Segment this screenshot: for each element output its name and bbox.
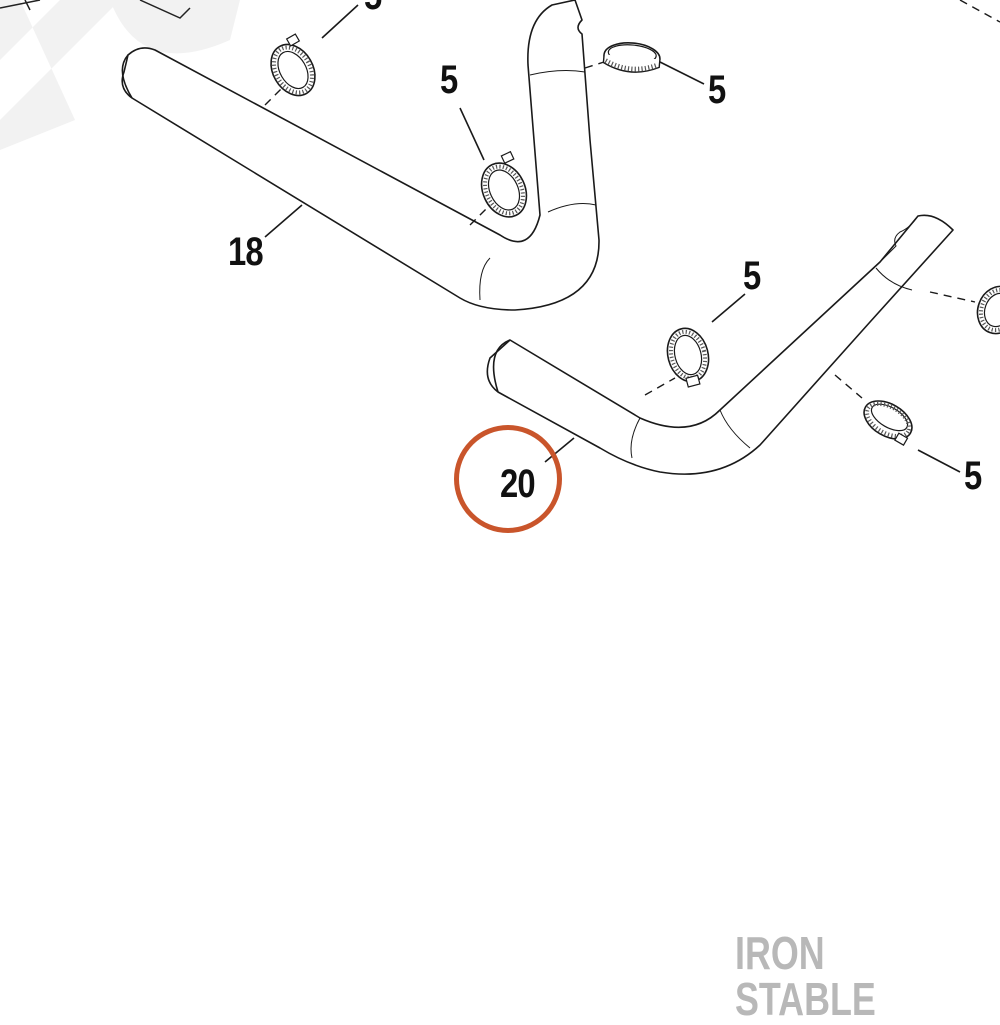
clamp-f-partial xyxy=(976,285,1000,335)
callout-5-clamp-b: 5 xyxy=(440,58,458,102)
callout-5-clamp-c: 5 xyxy=(708,68,726,112)
clamp-e xyxy=(863,400,913,446)
parts-diagram xyxy=(0,0,1000,475)
clamp-b xyxy=(480,150,528,218)
hose-20 xyxy=(486,214,954,475)
brand-watermark: IRON STABLE xyxy=(735,927,876,1025)
clamp-c xyxy=(602,42,661,73)
clamp-d xyxy=(666,327,710,388)
callout-5-clamp-d: 5 xyxy=(743,254,761,298)
background-logo-arc xyxy=(110,0,240,54)
partial-clamp-top-left xyxy=(0,0,191,19)
clamp-a xyxy=(270,33,316,97)
callout-5-clamp-e: 5 xyxy=(964,454,982,498)
leader-lines xyxy=(264,4,961,473)
callout-18-hose: 18 xyxy=(228,230,264,274)
highlight-circle xyxy=(454,425,562,533)
hose-18 xyxy=(121,0,600,311)
background-logo-fragment xyxy=(0,0,120,150)
callout-5-top: 5 xyxy=(364,0,382,16)
alignment-lines xyxy=(264,0,1000,399)
